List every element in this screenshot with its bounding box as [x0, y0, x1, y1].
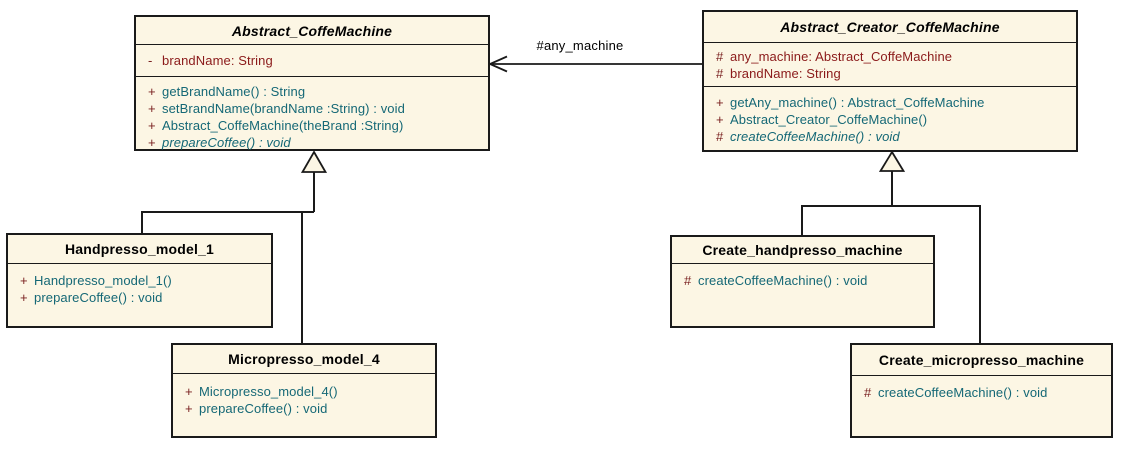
operation-signature: createCoffeeMachine() : void [878, 385, 1048, 400]
class-create-micropresso-machine[interactable]: Create_micropresso_machine # createCoffe… [850, 343, 1113, 438]
generalization-triangle-icon [300, 150, 328, 173]
attribute-row: - brandName: String [136, 52, 488, 69]
operation-row: + Handpresso_model_1() [8, 272, 271, 289]
operation-signature: prepareCoffee() : void [34, 290, 163, 305]
class-handpresso-model-1[interactable]: Handpresso_model_1 + Handpresso_model_1(… [6, 233, 273, 328]
visibility-marker: # [716, 129, 724, 144]
visibility-marker: # [864, 385, 872, 400]
operations-compartment: # createCoffeeMachine() : void [672, 263, 933, 326]
operations-compartment: + getBrandName() : String + setBrandName… [136, 76, 488, 151]
attributes-compartment: # any_machine: Abstract_CoffeMachine # b… [704, 42, 1076, 86]
visibility-marker: + [716, 95, 724, 110]
visibility-marker: + [148, 84, 156, 99]
operation-signature: createCoffeeMachine() : void [698, 273, 868, 288]
operation-row: + getBrandName() : String [136, 83, 488, 100]
visibility-marker: + [185, 384, 193, 399]
association-label: #any_machine [536, 38, 624, 53]
operation-signature: getBrandName() : String [162, 84, 306, 99]
class-abstract-coffemachine[interactable]: Abstract_CoffeMachine - brandName: Strin… [134, 15, 490, 151]
attribute-row: # any_machine: Abstract_CoffeMachine [704, 48, 1076, 65]
operation-row: # createCoffeeMachine() : void [704, 128, 1076, 145]
operations-compartment: + Micropresso_model_4() + prepareCoffee(… [173, 373, 435, 436]
visibility-marker: + [148, 101, 156, 116]
class-title: Create_handpresso_machine [702, 242, 903, 258]
operation-signature: Handpresso_model_1() [34, 273, 172, 288]
generalization-triangle-icon [878, 150, 906, 172]
generalization-edge-handpresso [141, 211, 314, 233]
class-abstract-creator-coffemachine[interactable]: Abstract_Creator_CoffeMachine # any_mach… [702, 10, 1078, 152]
operation-signature: prepareCoffee() : void [199, 401, 328, 416]
attribute-signature: any_machine: Abstract_CoffeMachine [730, 49, 953, 64]
operation-row: + prepareCoffee() : void [136, 134, 488, 151]
class-title: Abstract_CoffeMachine [231, 22, 393, 39]
visibility-marker: + [20, 290, 28, 305]
visibility-marker: # [684, 273, 692, 288]
attribute-signature: brandName: String [730, 66, 841, 81]
operation-signature: getAny_machine() : Abstract_CoffeMachine [730, 95, 985, 110]
class-create-handpresso-machine[interactable]: Create_handpresso_machine # createCoffee… [670, 235, 935, 328]
operation-signature: createCoffeeMachine() : void [730, 129, 900, 144]
operation-row: + Micropresso_model_4() [173, 383, 435, 400]
class-title: Handpresso_model_1 [64, 241, 215, 257]
operation-signature: prepareCoffee() : void [162, 135, 291, 150]
operations-compartment: + getAny_machine() : Abstract_CoffeMachi… [704, 86, 1076, 150]
operations-compartment: # createCoffeeMachine() : void [852, 375, 1111, 436]
operation-signature: Abstract_CoffeMachine(theBrand :String) [162, 118, 404, 133]
visibility-marker: + [20, 273, 28, 288]
visibility-marker: + [185, 401, 193, 416]
operations-compartment: + Handpresso_model_1() + prepareCoffee()… [8, 263, 271, 326]
visibility-marker: - [148, 53, 153, 68]
operation-row: + prepareCoffee() : void [173, 400, 435, 417]
visibility-marker: + [148, 118, 156, 133]
visibility-marker: # [716, 66, 724, 81]
class-micropresso-model-4[interactable]: Micropresso_model_4 + Micropresso_model_… [171, 343, 437, 438]
class-title: Create_micropresso_machine [878, 352, 1085, 368]
operation-row: + prepareCoffee() : void [8, 289, 271, 306]
operation-signature: Micropresso_model_4() [199, 384, 338, 399]
attribute-row: # brandName: String [704, 65, 1076, 82]
operation-signature: setBrandName(brandName :String) : void [162, 101, 405, 116]
visibility-marker: + [716, 112, 724, 127]
attribute-signature: brandName: String [162, 53, 273, 68]
visibility-marker: # [716, 49, 724, 64]
operation-row: + Abstract_Creator_CoffeMachine() [704, 111, 1076, 128]
operation-row: + setBrandName(brandName :String) : void [136, 100, 488, 117]
operation-row: + Abstract_CoffeMachine(theBrand :String… [136, 117, 488, 134]
operation-signature: Abstract_Creator_CoffeMachine() [730, 112, 928, 127]
operation-row: # createCoffeeMachine() : void [672, 272, 933, 289]
class-title: Abstract_Creator_CoffeMachine [780, 19, 1000, 35]
association-arrowhead-icon [487, 55, 508, 73]
visibility-marker: + [148, 135, 156, 150]
class-title: Micropresso_model_4 [228, 351, 380, 367]
operation-row: # createCoffeeMachine() : void [852, 384, 1111, 401]
attributes-compartment: - brandName: String [136, 44, 488, 76]
operation-row: + getAny_machine() : Abstract_CoffeMachi… [704, 94, 1076, 111]
